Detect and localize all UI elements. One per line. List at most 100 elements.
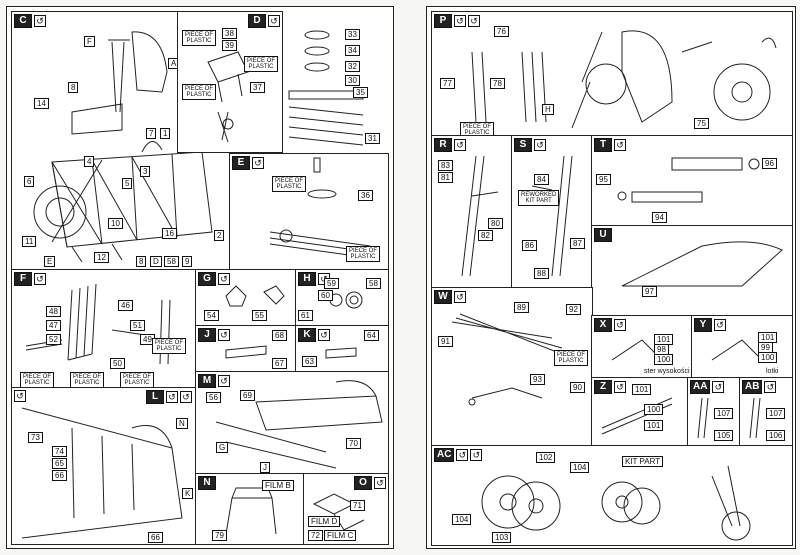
glue-icon: ↺ bbox=[764, 381, 777, 393]
glue-icon: ↺ bbox=[712, 381, 725, 393]
glue-icon: ↺ bbox=[614, 319, 626, 331]
callout: 60 bbox=[318, 290, 333, 301]
panel-z: Z ↺ 101 100 101 bbox=[591, 377, 689, 447]
callout: 81 bbox=[438, 172, 453, 183]
piece-of-plastic-note: PIECE OF PLASTIC bbox=[554, 350, 589, 366]
callout: 55 bbox=[252, 310, 267, 321]
aileron-drawing bbox=[692, 316, 792, 378]
callout: 73 bbox=[28, 432, 43, 443]
panel-s: S ↺ 84 REWORKED KIT PART 86 87 88 bbox=[511, 135, 593, 289]
panel-w: W ↺ 89 92 91 93 90 PIECE OF PLASTIC bbox=[431, 287, 593, 447]
piece-of-plastic-note: PIECE OF PLASTIC bbox=[20, 372, 55, 388]
callout: 95 bbox=[596, 174, 611, 185]
fuselage-frame-drawing bbox=[12, 12, 234, 271]
callout: 102 bbox=[536, 452, 556, 463]
panel-letter: X bbox=[594, 318, 612, 332]
panel-g: G ↺ 54 55 bbox=[195, 269, 297, 327]
bracket-drawing bbox=[196, 270, 296, 326]
callout: 63 bbox=[302, 356, 317, 367]
callout: 105 bbox=[714, 430, 734, 441]
film-d-label: FILM D bbox=[308, 516, 341, 527]
glue-icon: ↺ bbox=[218, 273, 230, 285]
callout: E bbox=[44, 256, 56, 267]
callout: 75 bbox=[694, 118, 709, 129]
callout: 83 bbox=[438, 160, 453, 171]
panel-r: R ↺ 83 81 80 82 bbox=[431, 135, 513, 289]
left-page: C ↺ F A 8 14 bbox=[6, 6, 394, 549]
callout: F bbox=[84, 36, 95, 47]
callout: 39 bbox=[222, 40, 237, 51]
panel-t: T ↺ 96 95 94 bbox=[591, 135, 793, 227]
callout: 9 bbox=[182, 256, 193, 267]
glue-icon: ↺ bbox=[534, 139, 546, 151]
glue-icon: ↺ bbox=[34, 273, 46, 285]
panel-d: D ↺ 38 39 37 PIECE OF PLASTIC PIECE OF P… bbox=[177, 11, 283, 153]
glue-icon: ↺ bbox=[166, 391, 178, 403]
callout: 35 bbox=[353, 87, 368, 98]
callout: 8 bbox=[68, 82, 79, 93]
callout: 59 bbox=[324, 278, 339, 289]
panel-letter: AB bbox=[742, 380, 763, 394]
panel-p-tag: P ↺ ↺ bbox=[434, 14, 480, 28]
panel-letter: E bbox=[232, 156, 250, 170]
piece-of-plastic-note: PIECE OF PLASTIC bbox=[152, 338, 187, 354]
panel-k: K ↺ 63 64 bbox=[295, 325, 389, 373]
panel-letter: T bbox=[594, 138, 612, 152]
callout: 36 bbox=[358, 190, 373, 201]
panel-t-tag: T ↺ bbox=[594, 138, 626, 152]
panel-letter: W bbox=[434, 290, 452, 304]
piece-of-plastic-note: PIECE OF PLASTIC bbox=[272, 176, 307, 192]
film-b-label: FILM B bbox=[262, 480, 294, 491]
panel-j: J ↺ 68 67 bbox=[195, 325, 297, 373]
glue-icon: ↺ bbox=[180, 391, 192, 403]
callout: 80 bbox=[488, 218, 503, 229]
callout: 104 bbox=[452, 514, 472, 525]
panel-letter: D bbox=[248, 14, 266, 28]
callout: 33 bbox=[345, 29, 360, 40]
callout: 46 bbox=[118, 300, 133, 311]
callout: G bbox=[216, 442, 229, 453]
callout: 104 bbox=[570, 462, 590, 473]
callout: K bbox=[182, 488, 194, 499]
callout: 52 bbox=[46, 334, 61, 345]
callout: 38 bbox=[222, 28, 237, 39]
panel-y: Y ↺ 101 99 100 lotki bbox=[691, 315, 793, 379]
callout: 65 bbox=[52, 458, 67, 469]
panel-d-tag: D ↺ bbox=[248, 14, 280, 28]
callout: 101 bbox=[644, 420, 664, 431]
callout: 11 bbox=[22, 236, 37, 247]
callout: 32 bbox=[345, 61, 360, 72]
panel-h: H ↺ 59 58 60 61 bbox=[295, 269, 389, 327]
callout: 31 bbox=[365, 133, 380, 144]
reworked-kit-part-note: REWORKED KIT PART bbox=[518, 190, 560, 206]
elevator-caption: ster wysokości bbox=[644, 368, 690, 375]
panel-m-tag: M ↺ bbox=[198, 374, 230, 388]
callout: 78 bbox=[490, 78, 505, 89]
panel-u-tag: U bbox=[594, 228, 612, 242]
panel-letter: L bbox=[146, 390, 164, 404]
panel-c-tag: C ↺ bbox=[14, 14, 46, 28]
panel-f-tag: F ↺ bbox=[14, 272, 46, 286]
panel-letter: Y bbox=[694, 318, 712, 332]
callout: 61 bbox=[298, 310, 313, 321]
strut-s-drawing bbox=[512, 136, 592, 288]
callout: 54 bbox=[204, 310, 219, 321]
callout: 90 bbox=[570, 382, 585, 393]
callout: 48 bbox=[46, 306, 61, 317]
callout: 76 bbox=[494, 26, 509, 37]
seat-frame-drawing bbox=[12, 270, 196, 388]
strut-ab-drawing bbox=[740, 378, 792, 446]
callout: 7 bbox=[146, 128, 157, 139]
right-page: P ↺ ↺ 76 77 78 H bbox=[426, 6, 796, 549]
callout: 56 bbox=[206, 392, 221, 403]
callout: 84 bbox=[534, 174, 549, 185]
piece-of-plastic-note: PIECE OF PLASTIC bbox=[120, 372, 155, 388]
callout: 94 bbox=[652, 212, 667, 223]
panel-x: X ↺ 101 98 100 ster wysokości bbox=[591, 315, 693, 379]
callout: 100 bbox=[644, 404, 664, 415]
film-c-label: FILM C bbox=[324, 530, 357, 541]
seat-assembly-drawing bbox=[178, 12, 282, 152]
callout: 51 bbox=[130, 320, 145, 331]
callout: 10 bbox=[108, 218, 123, 229]
callout: 71 bbox=[350, 500, 365, 511]
